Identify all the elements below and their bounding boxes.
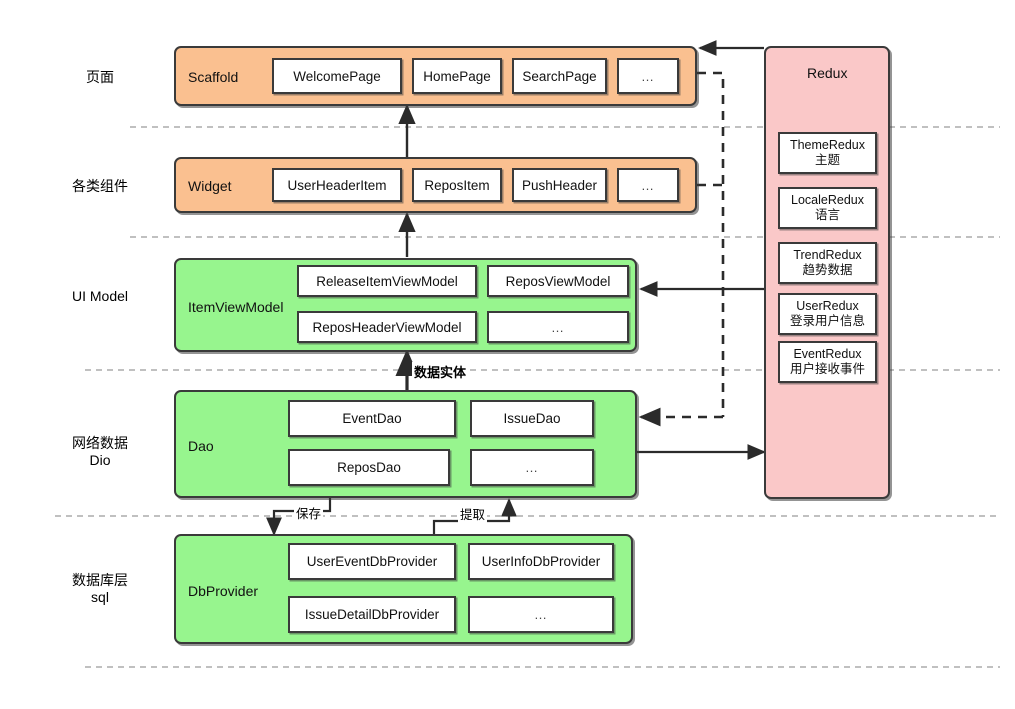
layer-label-database: 数据库层 sql — [72, 572, 128, 605]
chip-issue-detail-db-provider[interactable]: IssueDetailDbProvider — [288, 596, 456, 633]
chip-dao-more[interactable]: … — [470, 449, 594, 486]
chip-uimodel-more[interactable]: … — [487, 311, 629, 343]
chip-theme-redux[interactable]: ThemeRedux 主题 — [778, 132, 877, 174]
group-title-widget: Widget — [188, 178, 232, 194]
chip-user-redux-desc: 登录用户信息 — [789, 314, 865, 328]
chip-user-redux[interactable]: UserRedux 登录用户信息 — [778, 293, 877, 335]
chip-trend-redux[interactable]: TrendRedux 趋势数据 — [778, 242, 877, 284]
chip-user-info-db-provider[interactable]: UserInfoDbProvider — [468, 543, 614, 580]
chip-push-header[interactable]: PushHeader — [512, 168, 607, 202]
chip-user-header-item[interactable]: UserHeaderItem — [272, 168, 402, 202]
chip-repos-header-view-model[interactable]: ReposHeaderViewModel — [297, 311, 477, 343]
chip-issue-dao[interactable]: IssueDao — [470, 400, 594, 437]
chip-theme-redux-name: ThemeRedux — [789, 138, 866, 152]
group-title-scaffold: Scaffold — [188, 69, 239, 85]
chip-widget-more-label: … — [641, 177, 655, 193]
chip-theme-redux-desc: 主题 — [814, 153, 840, 167]
layer-label-page: 页面 — [86, 69, 114, 85]
chip-home-page[interactable]: HomePage — [412, 58, 502, 94]
chip-event-redux-desc: 用户接收事件 — [789, 362, 865, 376]
layer-label-network: 网络数据 Dio — [72, 435, 128, 468]
chip-event-redux[interactable]: EventRedux 用户接收事件 — [778, 341, 877, 383]
chip-repos-dao[interactable]: ReposDao — [288, 449, 450, 486]
chip-event-redux-name: EventRedux — [793, 347, 862, 361]
chip-locale-redux[interactable]: LocaleRedux 语言 — [778, 187, 877, 229]
chip-locale-redux-name: LocaleRedux — [791, 193, 864, 207]
chip-dao-more-label: … — [525, 460, 539, 475]
chip-welcome-page[interactable]: WelcomePage — [272, 58, 402, 94]
chip-user-event-db-provider[interactable]: UserEventDbProvider — [288, 543, 456, 580]
chip-db-more[interactable]: … — [468, 596, 614, 633]
layer-label-uimodel: UI Model — [71, 288, 129, 304]
chip-repos-item[interactable]: ReposItem — [412, 168, 502, 202]
chip-repos-view-model[interactable]: ReposViewModel — [487, 265, 629, 297]
group-title-redux: Redux — [807, 65, 848, 81]
chip-page-more-label: … — [641, 68, 655, 84]
edge-label-fetch: 提取 — [458, 504, 488, 523]
chip-widget-more[interactable]: … — [617, 168, 679, 202]
layer-label-widget: 各类组件 — [72, 178, 128, 194]
chip-db-more-label: … — [534, 607, 548, 622]
edge-label-save: 保存 — [294, 503, 324, 522]
chip-page-more[interactable]: … — [617, 58, 679, 94]
chip-user-redux-name: UserRedux — [796, 299, 859, 313]
group-title-db-provider: DbProvider — [188, 583, 259, 599]
chip-trend-redux-desc: 趋势数据 — [802, 263, 853, 277]
chip-uimodel-more-label: … — [551, 319, 565, 335]
chip-search-page[interactable]: SearchPage — [512, 58, 607, 94]
group-title-dao: Dao — [188, 438, 214, 454]
chip-trend-redux-name: TrendRedux — [793, 248, 862, 262]
group-title-item-view-model: ItemViewModel — [188, 299, 284, 315]
chip-release-item-view-model[interactable]: ReleaseItemViewModel — [297, 265, 477, 297]
chip-locale-redux-desc: 语言 — [814, 208, 840, 222]
chip-event-dao[interactable]: EventDao — [288, 400, 456, 437]
edge-label-data-entity: 数据实体 — [412, 362, 469, 381]
